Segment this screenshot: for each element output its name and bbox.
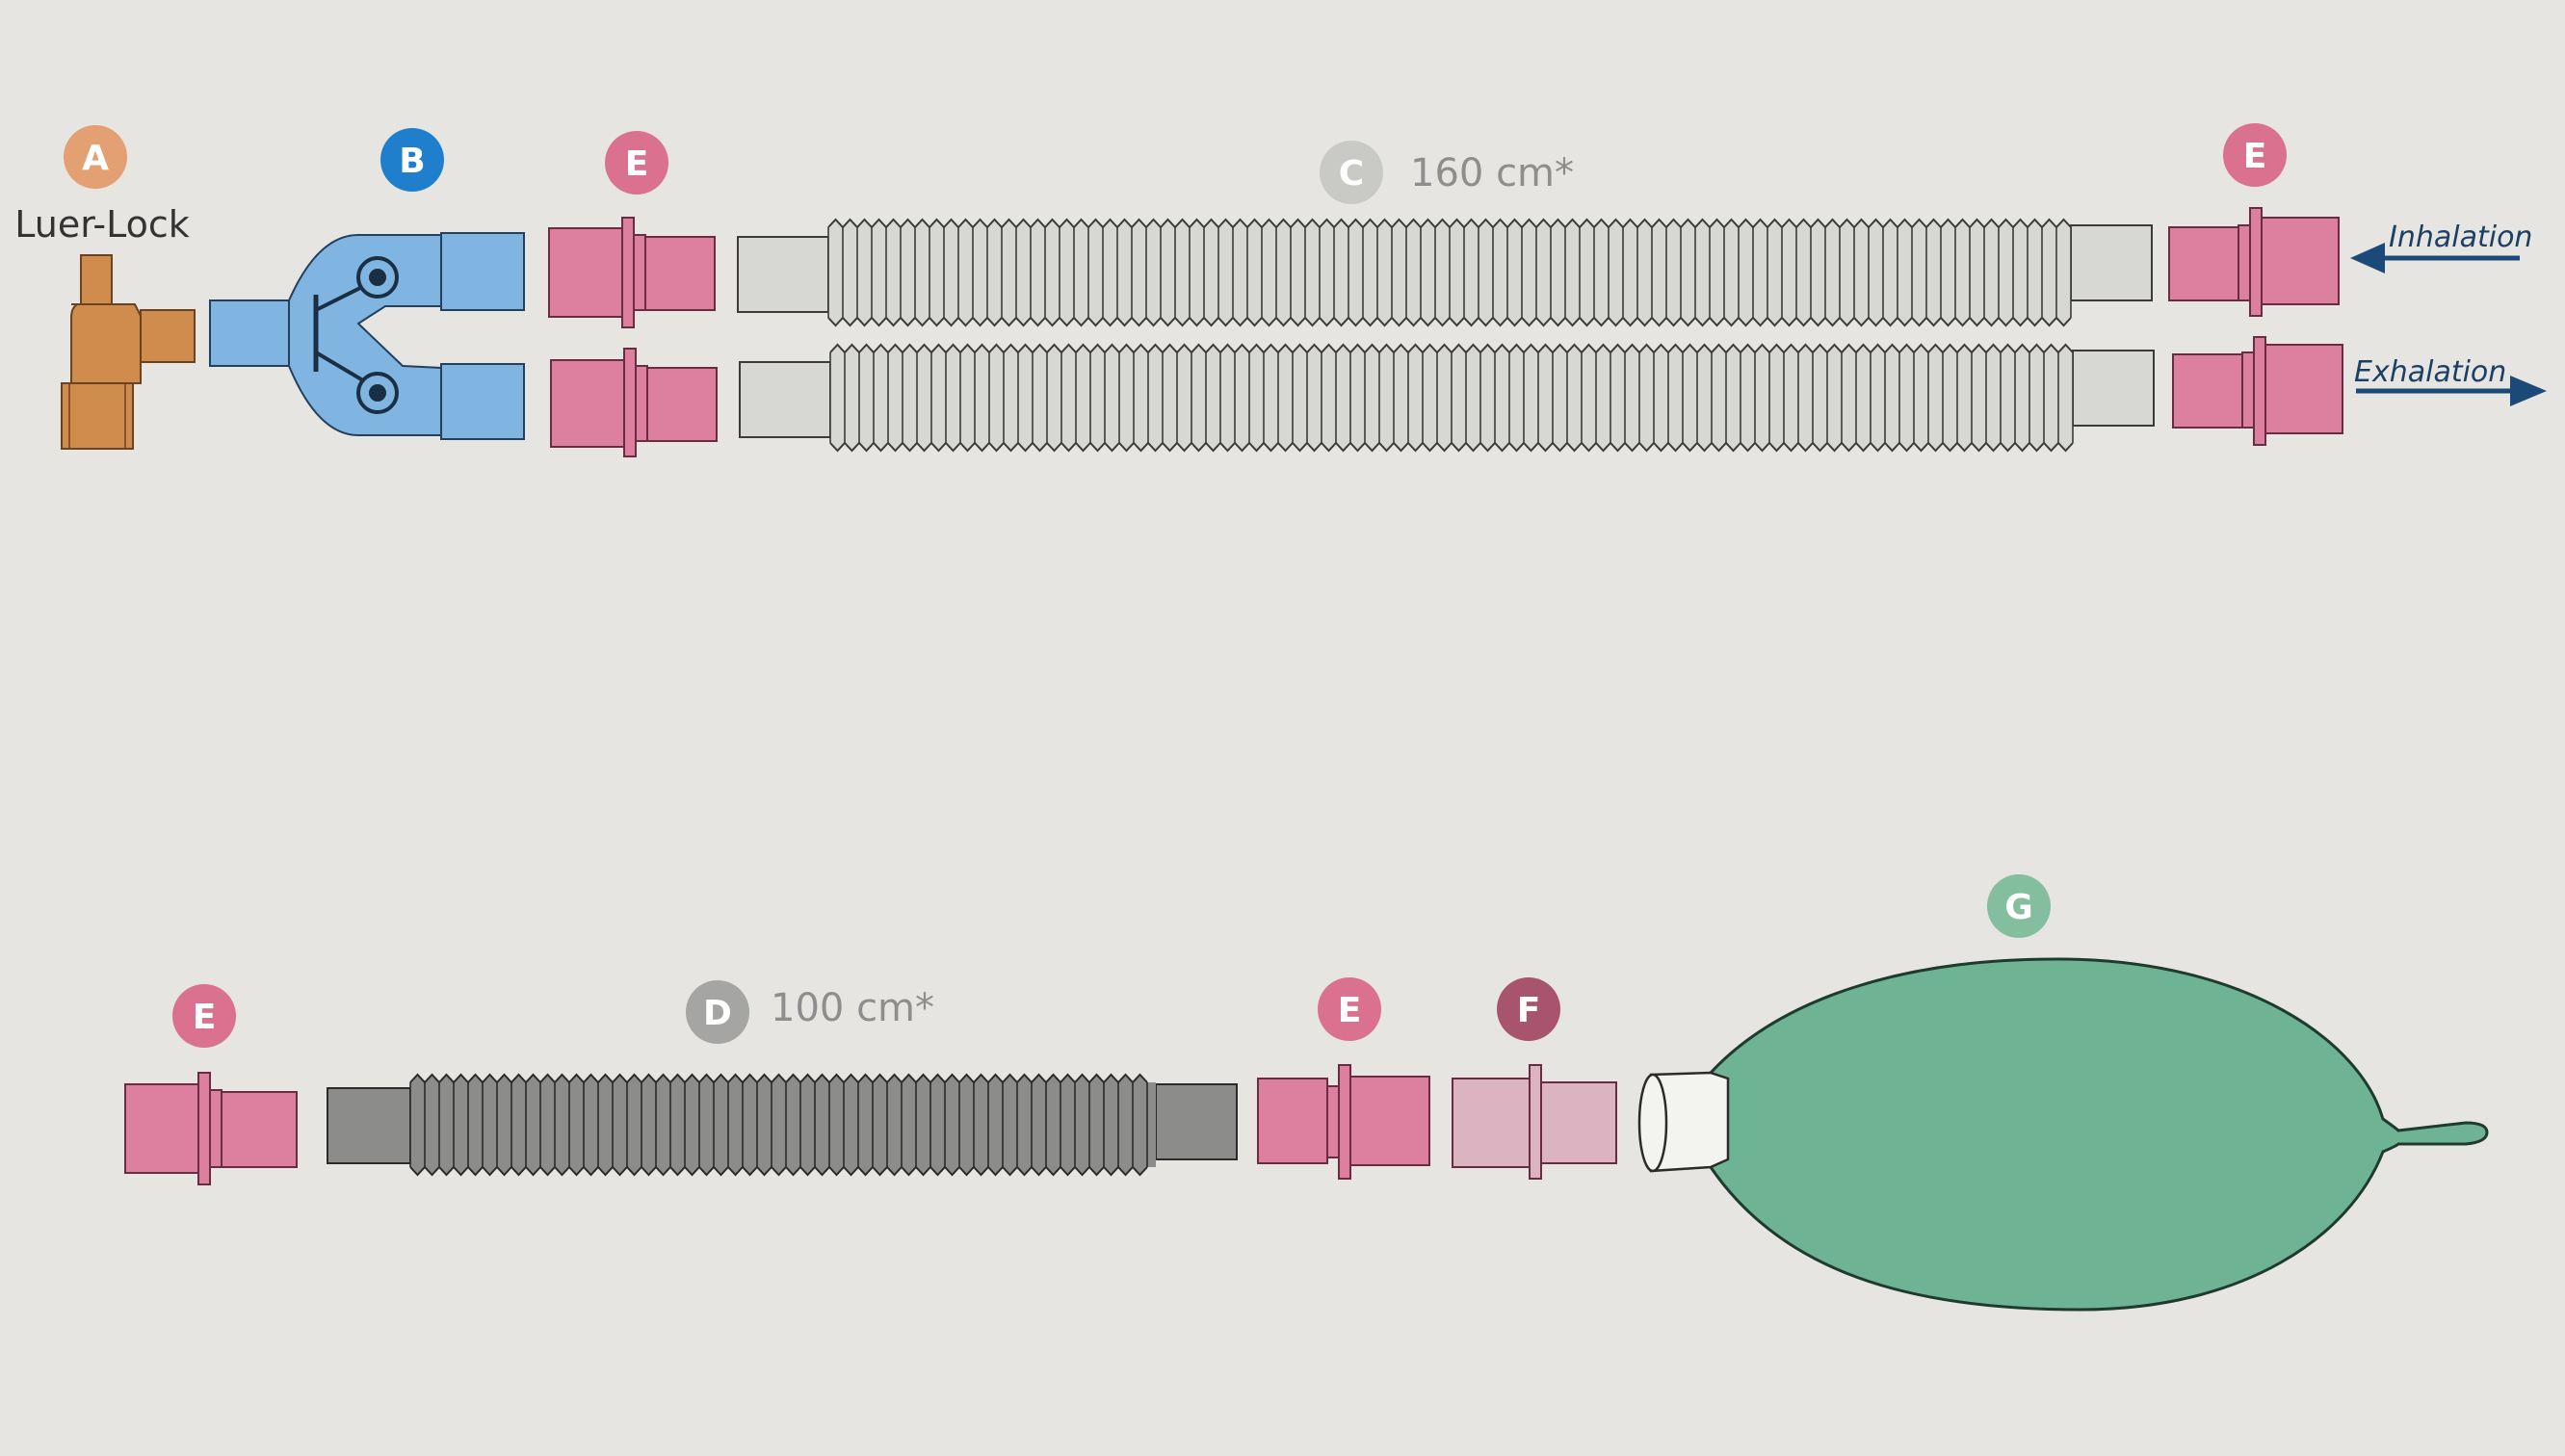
part-e-connector-bottom-middle: E	[1257, 977, 1430, 1180]
part-g-breathing-bag: G	[1637, 874, 2489, 1312]
part-c-hoses: C 160 cm*	[737, 141, 2155, 453]
part-e-connectors-top-right: E Inhalation Exhalation	[2168, 123, 2547, 446]
part-a-luer-lock-elbow: A Luer-Lock	[14, 125, 196, 450]
label-e-text: E	[2243, 137, 2267, 176]
label-e-text: E	[1338, 991, 1362, 1030]
label-g-badge	[1987, 874, 2051, 938]
label-a-text: A	[82, 139, 109, 178]
label-e-badge	[172, 984, 236, 1048]
elbow-bottom-socket	[61, 382, 134, 450]
label-b-badge	[380, 128, 444, 192]
elbow-body	[70, 303, 142, 384]
luer-lock-port	[80, 254, 113, 306]
label-b-text: B	[399, 142, 425, 181]
luer-lock-caption: Luer-Lock	[14, 203, 190, 246]
label-e-badge	[2223, 123, 2287, 187]
label-e-text: E	[193, 998, 217, 1037]
y-piece-lower-port	[440, 363, 525, 440]
elbow-side-port	[140, 309, 196, 363]
bag-body	[1709, 957, 2489, 1312]
label-f-badge	[1497, 977, 1560, 1041]
connector-e-upper	[548, 217, 716, 328]
label-f-text: F	[1517, 991, 1541, 1030]
connector-e-lower	[550, 348, 718, 457]
y-piece-upper-port	[440, 232, 525, 311]
label-d-text: D	[703, 994, 732, 1033]
inhalation-label: Inhalation	[2389, 221, 2532, 254]
part-d-hose: D 100 cm*	[327, 980, 1238, 1177]
hose-d-length: 100 cm*	[771, 986, 934, 1030]
exhalation-arrow-icon	[2356, 376, 2547, 406]
y-piece-stem	[209, 299, 294, 367]
part-f-connector: F	[1452, 977, 1617, 1180]
label-c-text: C	[1339, 154, 1364, 194]
hose-c-length: 160 cm*	[1410, 151, 1574, 195]
part-e-connectors-top-left: E	[548, 131, 718, 457]
label-e-badge	[605, 131, 668, 195]
label-a-badge	[64, 125, 127, 189]
label-e-text: E	[625, 144, 649, 184]
connector-e-lower-right	[2172, 336, 2343, 446]
y-piece-body	[288, 234, 442, 436]
label-g-text: G	[2004, 888, 2033, 927]
label-d-badge	[686, 980, 749, 1044]
hose-c-upper	[737, 218, 2153, 327]
connector-e-upper-right	[2168, 207, 2340, 317]
part-b-y-piece: B	[209, 128, 525, 440]
label-c-badge	[1320, 141, 1383, 204]
part-e-connector-bottom-left: E	[124, 984, 298, 1185]
hose-c-lower	[739, 343, 2155, 453]
exhalation-label: Exhalation	[2354, 355, 2506, 389]
label-e-badge	[1318, 977, 1381, 1041]
inhalation-arrow-icon	[2350, 243, 2520, 273]
